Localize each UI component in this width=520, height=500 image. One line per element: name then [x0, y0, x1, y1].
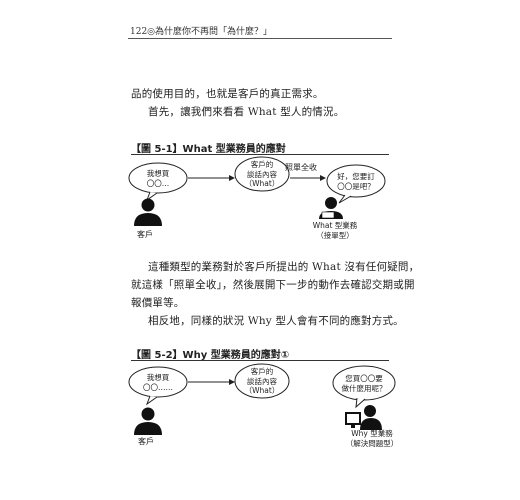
figure-2-title: 【圖 5-2】Why 型業務員的應對①: [131, 350, 290, 361]
fig1-customer-label: 客戶: [137, 230, 153, 239]
fig2-customer-label: 客戶: [138, 437, 154, 446]
fig1-content-bubble: [234, 156, 290, 192]
fig2-sales-bubble-tail: [355, 397, 366, 409]
fig2-content-bubble-text: 客戶的 談話內容 （What）: [244, 367, 280, 395]
fig2-sales-label: Why 型業務 （解決問題型）: [345, 429, 399, 448]
running-title: 122◎為什麼你不再問「為什麼？」: [130, 27, 273, 37]
fig2-customer-bubble-tail: [145, 395, 158, 406]
fig1-customer-bubble-text: 我想買 〇〇…: [146, 169, 170, 188]
fig1-sales-bubble-text: 好，您要訂 〇〇是吧？: [337, 172, 375, 191]
figure-1-title: 【圖 5-1】What 型業務員的應對: [131, 144, 286, 155]
fig2-sales-person-icon: [345, 405, 382, 430]
figure-2-rule: [131, 360, 389, 361]
fig1-customer-speech-bubble: [128, 162, 188, 194]
paragraph-2: 首先，讓我們來看看 What 型人的情況。: [148, 106, 345, 118]
paragraph-4: 就這樣「照單全收」，然後展開下一步的動作去確認交期或開: [131, 279, 415, 291]
fig1-sales-speech-bubble: [326, 164, 386, 198]
fig2-content-bubble: [234, 363, 290, 399]
fig2-arrow-head: [229, 379, 235, 385]
fig2-customer-person-icon: [134, 407, 162, 435]
fig1-arrow2-head: [320, 175, 326, 181]
paragraph-1: 品的使用目的，也就是客戶的真正需求。: [131, 88, 324, 100]
fig1-sales-person-icon: [319, 197, 343, 219]
fig1-arrow-head: [229, 175, 235, 181]
paragraph-3: 這種類型的業務對於客戶所提出的 What 沒有任何疑問，: [148, 261, 420, 273]
fig1-sales-bubble-tail: [338, 194, 352, 204]
header-rule: [128, 38, 392, 39]
fig1-sales-label: What 型業務 （接單型）: [312, 221, 358, 240]
fig2-sales-bubble-text: 您買〇〇要 做什麼用呢？: [341, 374, 387, 393]
fig1-arrow-label: 照單全收: [285, 163, 317, 172]
fig2-customer-speech-bubble: [128, 366, 188, 398]
fig1-customer-person-icon: [134, 198, 162, 226]
paragraph-6: 相反地，同樣的狀況 Why 型人會有不同的應對方式。: [148, 315, 404, 327]
figure-1-rule: [131, 154, 389, 155]
fig1-content-bubble-text: 客戶的 談話內容 （What）: [244, 160, 280, 188]
fig2-customer-bubble-text: 我想買 〇〇……: [143, 373, 173, 392]
paragraph-5: 報價單等。: [131, 297, 185, 309]
